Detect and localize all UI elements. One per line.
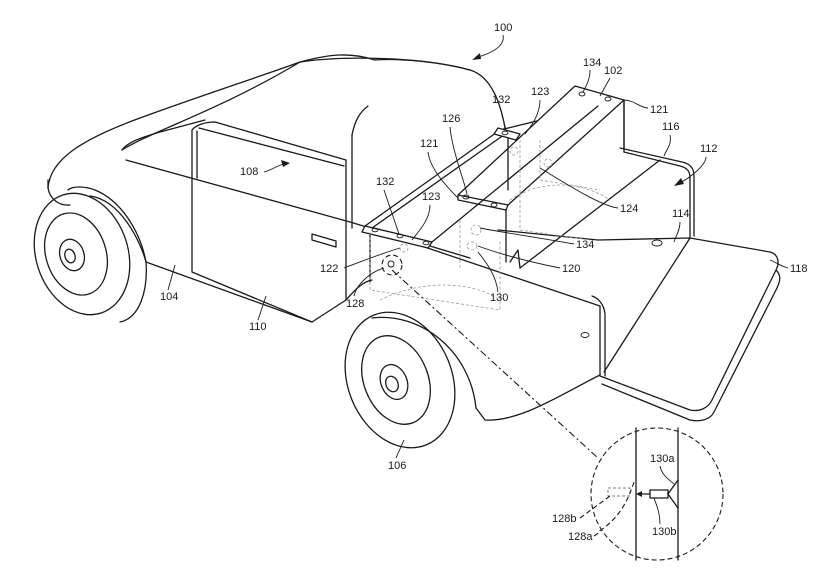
label-100: 100 (494, 22, 512, 34)
label-126: 126 (442, 113, 460, 125)
label-132-front: 132 (376, 176, 394, 188)
label-120: 120 (562, 263, 580, 275)
label-128b: 128b (552, 513, 576, 525)
label-130b: 130b (652, 526, 676, 538)
label-121-left: 121 (420, 138, 438, 150)
rear-wheel (344, 311, 477, 449)
label-108: 108 (240, 166, 258, 178)
bracket-assembly (361, 85, 661, 311)
label-123-front: 123 (422, 191, 440, 203)
cab-body (47, 54, 506, 259)
label-134-top: 134 (583, 57, 601, 69)
label-134-side: 134 (576, 239, 594, 251)
label-121-right: 121 (650, 104, 668, 116)
label-106: 106 (388, 460, 406, 472)
label-128: 128 (346, 298, 364, 310)
lower-body (67, 186, 373, 323)
label-130: 130 (490, 292, 508, 304)
label-132-rear: 132 (492, 94, 510, 106)
label-102: 102 (604, 65, 622, 77)
label-104: 104 (160, 291, 178, 303)
label-124: 124 (620, 203, 638, 215)
label-130a: 130a (650, 453, 675, 465)
label-123-rear: 123 (531, 86, 549, 98)
detail-view (391, 269, 724, 561)
labels: 100 134 102 121 132 123 116 112 126 121 … (160, 22, 808, 543)
door (191, 121, 347, 323)
label-114: 114 (672, 208, 690, 220)
label-118: 118 (790, 263, 808, 275)
cargo-bed-floor (497, 229, 781, 422)
bed-side (367, 227, 606, 421)
label-112: 112 (700, 143, 718, 155)
label-116: 116 (662, 121, 680, 133)
front-wheel (33, 192, 147, 323)
label-110: 110 (249, 321, 267, 333)
label-122: 122 (320, 263, 338, 275)
label-128a: 128a (568, 531, 593, 543)
